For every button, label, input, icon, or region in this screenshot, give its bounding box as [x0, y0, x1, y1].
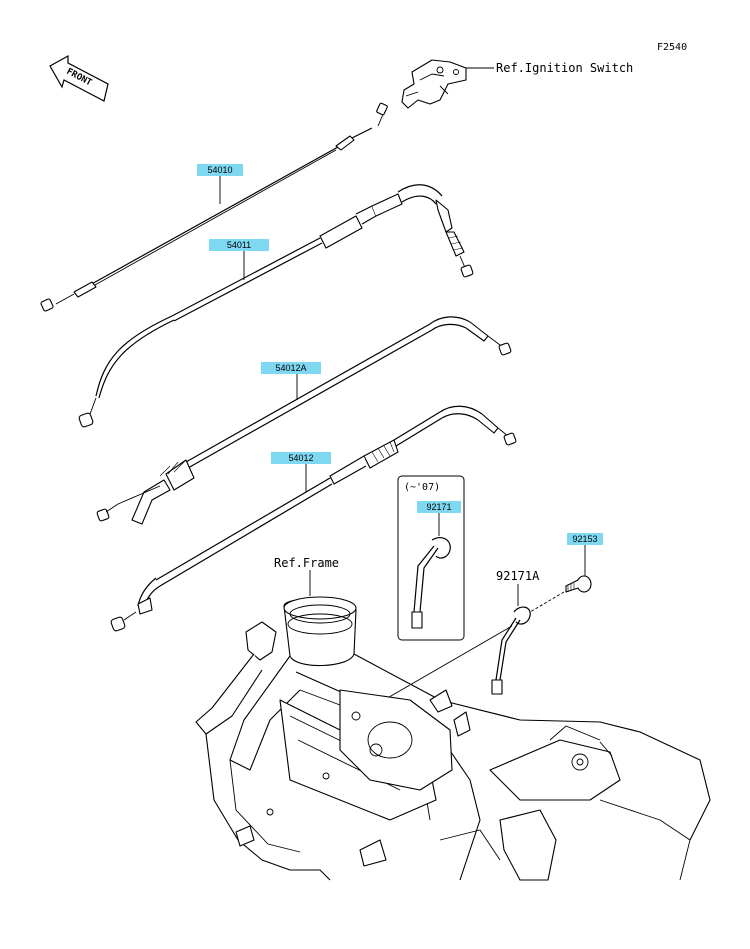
cable-54011	[78, 184, 474, 428]
part-92171A-label: 92171A	[496, 569, 540, 583]
ignition-switch-bracket	[401, 59, 467, 109]
variant-note: (~'07)	[404, 482, 440, 493]
part-tag-54010	[197, 164, 243, 176]
part-tag-54012A	[261, 362, 321, 374]
clip-92171	[411, 537, 451, 629]
part-tag-54012A-label: 54012A	[275, 363, 306, 373]
part-tag-54011	[209, 239, 269, 251]
part-tag-54012-label: 54012	[288, 453, 313, 463]
motorcycle-frame	[195, 596, 711, 881]
clip-92171A	[491, 606, 531, 695]
bolt-92153	[565, 575, 592, 593]
part-tag-92171	[417, 501, 461, 513]
ref-ignition-switch-label: Ref.Ignition Switch	[496, 61, 633, 75]
diagram-code: F2540	[657, 42, 687, 53]
part-tag-54011-label: 54011	[227, 240, 251, 250]
ref-frame-label: Ref.Frame	[274, 556, 339, 570]
part-tag-54012	[271, 452, 331, 464]
cable-54010	[40, 102, 388, 312]
variant-box	[397, 475, 465, 641]
part-tag-92153	[567, 533, 603, 545]
part-tag-54010-label: 54010	[207, 165, 232, 175]
part-tag-92153-label: 92153	[572, 534, 597, 544]
part-tag-92171-label: 92171	[426, 502, 451, 512]
front-arrow-icon: FRONT	[49, 54, 109, 102]
cable-54012	[110, 405, 517, 632]
cable-54012A	[96, 316, 512, 525]
